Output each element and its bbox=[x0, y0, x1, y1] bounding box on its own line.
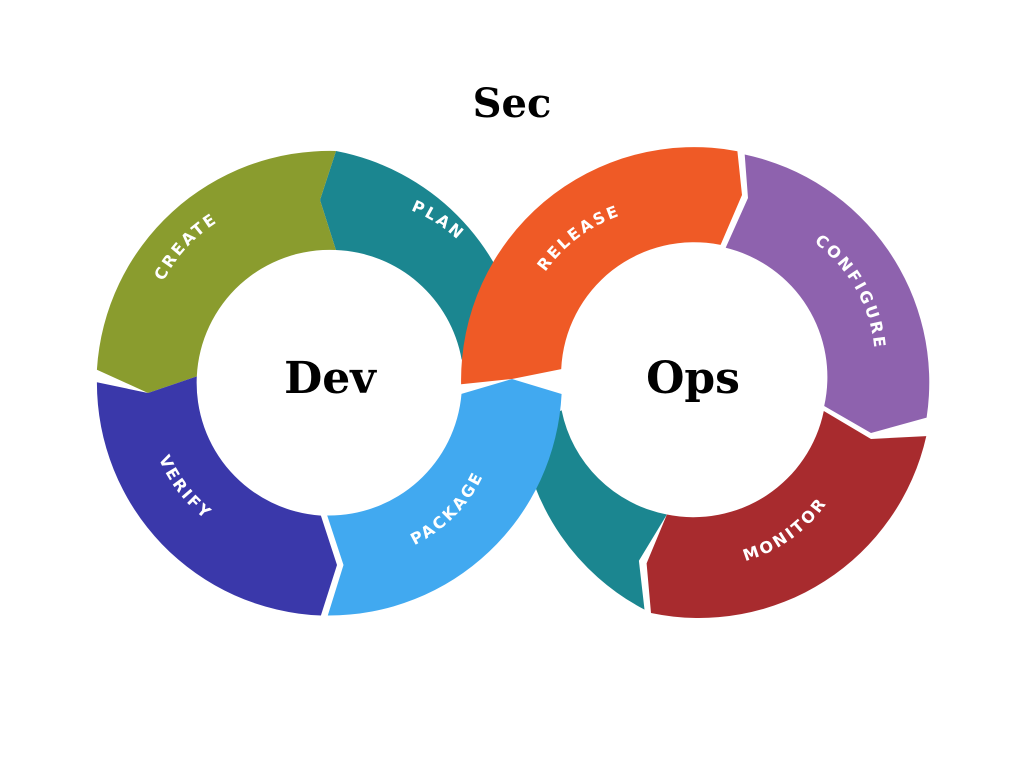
ops-label: Ops bbox=[646, 353, 740, 404]
package-segment[interactable] bbox=[327, 379, 562, 616]
bridge-segment bbox=[521, 410, 667, 610]
monitor-segment[interactable] bbox=[646, 411, 927, 618]
verify-segment[interactable] bbox=[96, 376, 337, 616]
sec-title: Sec bbox=[473, 80, 552, 127]
create-segment[interactable] bbox=[96, 150, 337, 393]
dev-label: Dev bbox=[284, 353, 377, 404]
release-segment[interactable] bbox=[461, 147, 742, 385]
configure-segment[interactable] bbox=[725, 154, 930, 434]
